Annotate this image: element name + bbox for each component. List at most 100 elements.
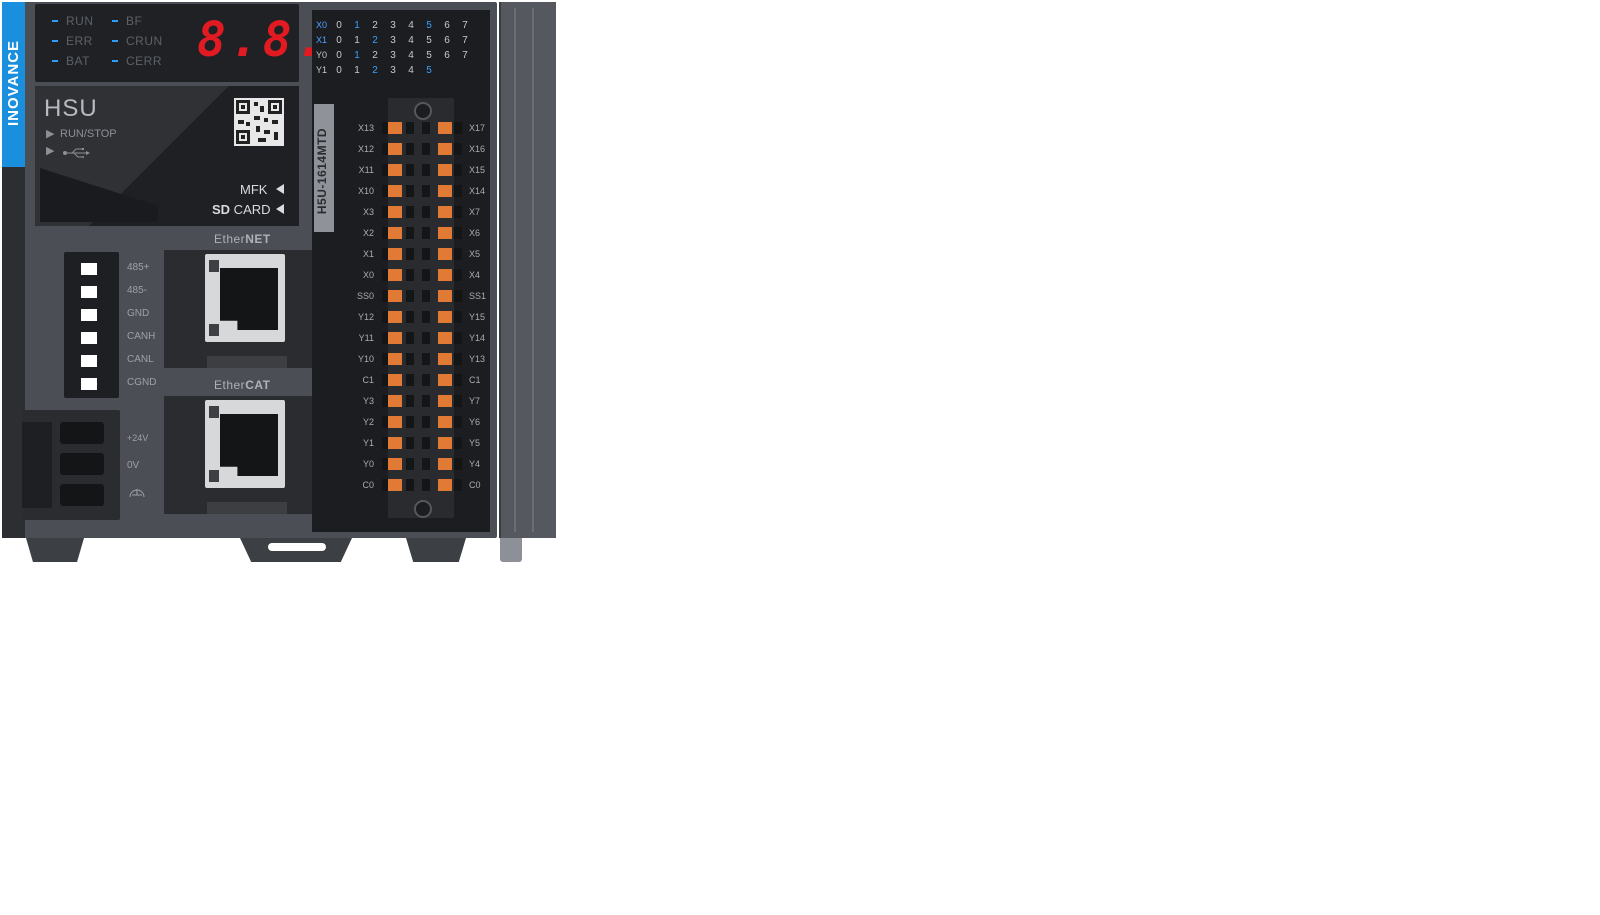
io-terminal-release[interactable]: [454, 353, 462, 365]
io-terminal-pin[interactable]: [438, 164, 452, 176]
power-plug-release[interactable]: [22, 422, 52, 508]
io-terminal-release[interactable]: [422, 332, 430, 344]
io-terminal-pin[interactable]: [438, 248, 452, 260]
io-terminal-pin[interactable]: [438, 269, 452, 281]
io-terminal-release[interactable]: [382, 248, 390, 260]
io-terminal-release[interactable]: [382, 437, 390, 449]
io-terminal-pin[interactable]: [388, 311, 402, 323]
io-terminal-pin[interactable]: [388, 164, 402, 176]
io-terminal-pin[interactable]: [438, 353, 452, 365]
io-terminal-release[interactable]: [454, 164, 462, 176]
terminal-slot[interactable]: [78, 352, 100, 370]
io-terminal-release[interactable]: [406, 395, 414, 407]
io-terminal-pin[interactable]: [388, 416, 402, 428]
io-terminal-pin[interactable]: [438, 374, 452, 386]
io-terminal-release[interactable]: [406, 437, 414, 449]
io-terminal-release[interactable]: [422, 143, 430, 155]
io-terminal-release[interactable]: [406, 122, 414, 134]
terminal-slot[interactable]: [78, 260, 100, 278]
io-terminal-release[interactable]: [454, 185, 462, 197]
io-terminal-release[interactable]: [382, 122, 390, 134]
io-terminal-pin[interactable]: [438, 458, 452, 470]
io-terminal-pin[interactable]: [388, 395, 402, 407]
io-terminal-pin[interactable]: [388, 353, 402, 365]
io-terminal-pin[interactable]: [388, 185, 402, 197]
terminal-slot[interactable]: [78, 329, 100, 347]
io-terminal-release[interactable]: [454, 395, 462, 407]
io-terminal-release[interactable]: [406, 164, 414, 176]
io-terminal-pin[interactable]: [438, 185, 452, 197]
io-terminal-release[interactable]: [422, 458, 430, 470]
io-terminal-release[interactable]: [406, 416, 414, 428]
io-terminal-pin[interactable]: [438, 437, 452, 449]
io-terminal-release[interactable]: [406, 206, 414, 218]
io-terminal-release[interactable]: [406, 374, 414, 386]
io-terminal-release[interactable]: [406, 332, 414, 344]
io-terminal-release[interactable]: [382, 353, 390, 365]
io-terminal-release[interactable]: [382, 269, 390, 281]
io-terminal-release[interactable]: [382, 458, 390, 470]
io-terminal-release[interactable]: [382, 374, 390, 386]
io-terminal-release[interactable]: [422, 479, 430, 491]
io-terminal-pin[interactable]: [388, 143, 402, 155]
io-terminal-release[interactable]: [422, 416, 430, 428]
io-terminal-pin[interactable]: [438, 416, 452, 428]
io-terminal-release[interactable]: [422, 374, 430, 386]
io-terminal-release[interactable]: [422, 290, 430, 302]
io-terminal-release[interactable]: [454, 374, 462, 386]
io-terminal-release[interactable]: [382, 227, 390, 239]
io-terminal-release[interactable]: [454, 290, 462, 302]
io-terminal-pin[interactable]: [388, 479, 402, 491]
io-terminal-release[interactable]: [406, 269, 414, 281]
io-terminal-release[interactable]: [422, 248, 430, 260]
io-terminal-pin[interactable]: [388, 374, 402, 386]
io-terminal-pin[interactable]: [388, 437, 402, 449]
io-terminal-release[interactable]: [382, 311, 390, 323]
io-terminal-pin[interactable]: [388, 269, 402, 281]
io-terminal-release[interactable]: [454, 458, 462, 470]
io-terminal-release[interactable]: [454, 122, 462, 134]
io-terminal-release[interactable]: [406, 311, 414, 323]
io-terminal-release[interactable]: [382, 185, 390, 197]
io-terminal-release[interactable]: [382, 332, 390, 344]
io-terminal-release[interactable]: [454, 143, 462, 155]
io-terminal-release[interactable]: [422, 269, 430, 281]
io-terminal-release[interactable]: [454, 332, 462, 344]
io-terminal-pin[interactable]: [438, 290, 452, 302]
power-slot[interactable]: [60, 453, 104, 475]
io-terminal-pin[interactable]: [438, 206, 452, 218]
io-terminal-release[interactable]: [422, 164, 430, 176]
io-terminal-release[interactable]: [406, 458, 414, 470]
terminal-slot[interactable]: [78, 375, 100, 393]
io-terminal-release[interactable]: [382, 290, 390, 302]
io-terminal-pin[interactable]: [438, 311, 452, 323]
io-terminal-release[interactable]: [422, 395, 430, 407]
io-terminal-pin[interactable]: [388, 290, 402, 302]
io-terminal-pin[interactable]: [388, 458, 402, 470]
io-terminal-release[interactable]: [454, 416, 462, 428]
io-terminal-pin[interactable]: [438, 122, 452, 134]
io-terminal-pin[interactable]: [438, 143, 452, 155]
rail-latch[interactable]: [500, 538, 522, 562]
io-terminal-release[interactable]: [406, 185, 414, 197]
io-terminal-pin[interactable]: [388, 227, 402, 239]
io-terminal-release[interactable]: [422, 353, 430, 365]
io-terminal-release[interactable]: [382, 143, 390, 155]
io-terminal-pin[interactable]: [388, 332, 402, 344]
io-terminal-release[interactable]: [382, 479, 390, 491]
io-terminal-release[interactable]: [382, 164, 390, 176]
io-terminal-release[interactable]: [454, 311, 462, 323]
io-terminal-release[interactable]: [382, 395, 390, 407]
io-terminal-release[interactable]: [422, 185, 430, 197]
io-terminal-pin[interactable]: [388, 248, 402, 260]
io-terminal-release[interactable]: [422, 437, 430, 449]
io-terminal-release[interactable]: [422, 311, 430, 323]
io-terminal-pin[interactable]: [388, 122, 402, 134]
io-terminal-pin[interactable]: [438, 227, 452, 239]
io-terminal-pin[interactable]: [438, 395, 452, 407]
io-terminal-pin[interactable]: [438, 479, 452, 491]
io-terminal-release[interactable]: [406, 248, 414, 260]
io-terminal-release[interactable]: [406, 227, 414, 239]
power-slot[interactable]: [60, 422, 104, 444]
io-terminal-pin[interactable]: [438, 332, 452, 344]
